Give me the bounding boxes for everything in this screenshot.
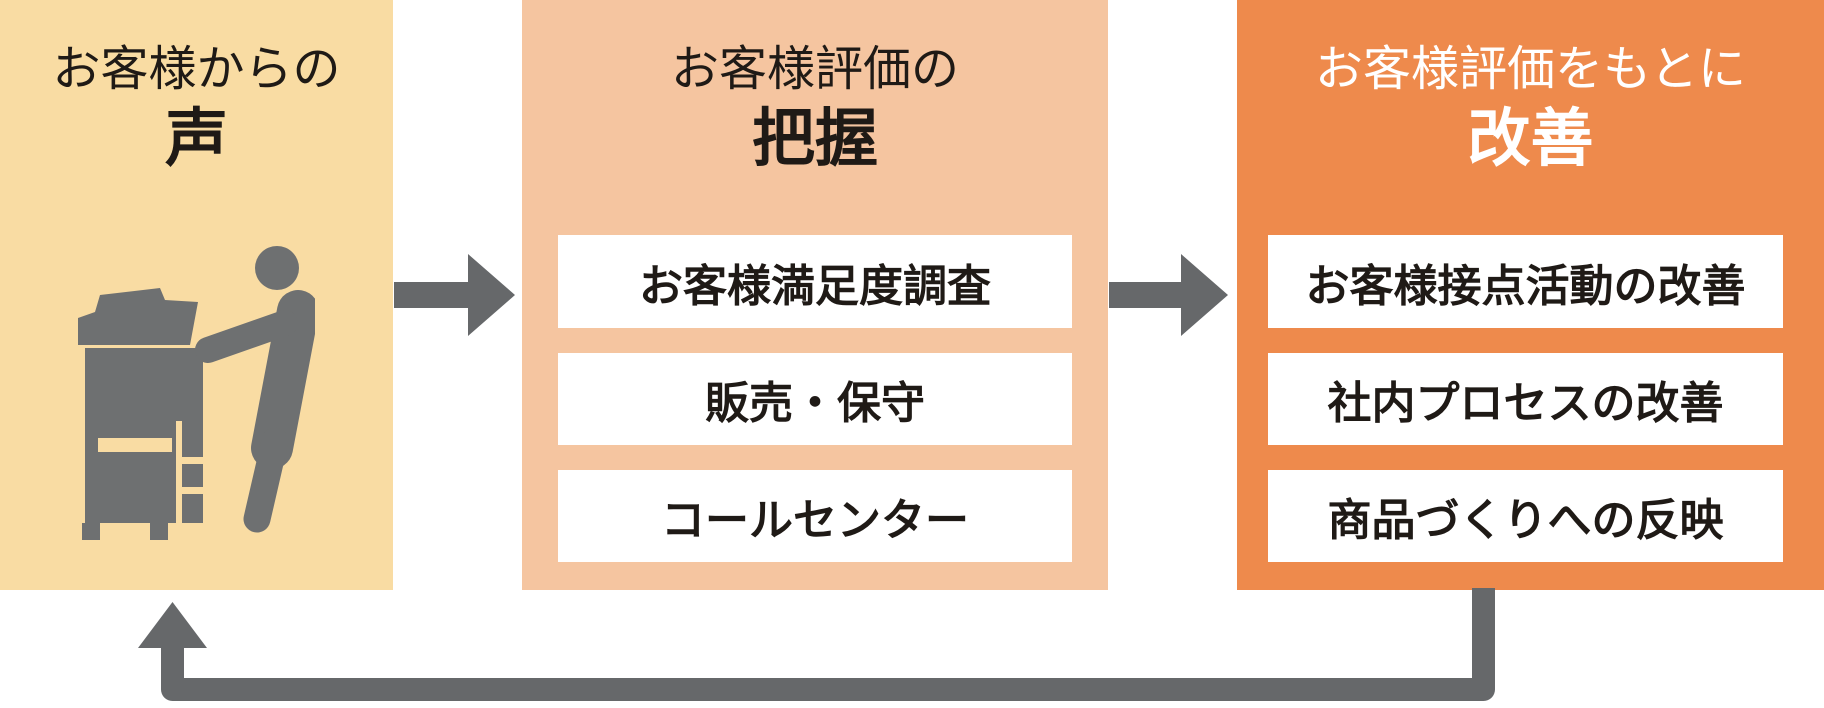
panel-title-line2: 把握 (752, 102, 878, 175)
panel-improvement: お客様評価をもとに 改善 お客様接点活動の改善 社内プロセスの改善 商品づくりへ… (1237, 0, 1824, 590)
panel-title-line1: お客様評価の (670, 41, 959, 97)
list-item-contact-activity-improvement: お客様接点活動の改善 (1268, 235, 1783, 328)
panel-title-line1: お客様からの (52, 41, 341, 97)
list-item-product-development-reflection: 商品づくりへの反映 (1268, 470, 1783, 562)
panel-customer-voice-title: お客様からの 声 (0, 0, 393, 176)
list-item-sales-maintenance: 販売・保守 (558, 353, 1072, 445)
panel-title-line2: 改善 (1467, 102, 1594, 175)
panel-title-line2: 声 (165, 102, 228, 175)
arrow-right-icon (394, 254, 515, 336)
list-item-call-center: コールセンター (558, 470, 1072, 562)
list-item-satisfaction-survey: お客様満足度調査 (558, 235, 1072, 328)
list-item-internal-process-improvement: 社内プロセスの改善 (1268, 353, 1783, 445)
panel-title-line1: お客様評価をもとに (1314, 41, 1747, 97)
panel-evaluation-grasp: お客様評価の 把握 お客様満足度調査 販売・保守 コールセンター (522, 0, 1108, 590)
panel-evaluation-grasp-title: お客様評価の 把握 (522, 0, 1108, 176)
panel-improvement-title: お客様評価をもとに 改善 (1237, 0, 1824, 176)
person-at-copier-icon (78, 246, 315, 540)
panel-customer-voice: お客様からの 声 (0, 0, 393, 590)
arrow-right-icon (1109, 254, 1228, 336)
